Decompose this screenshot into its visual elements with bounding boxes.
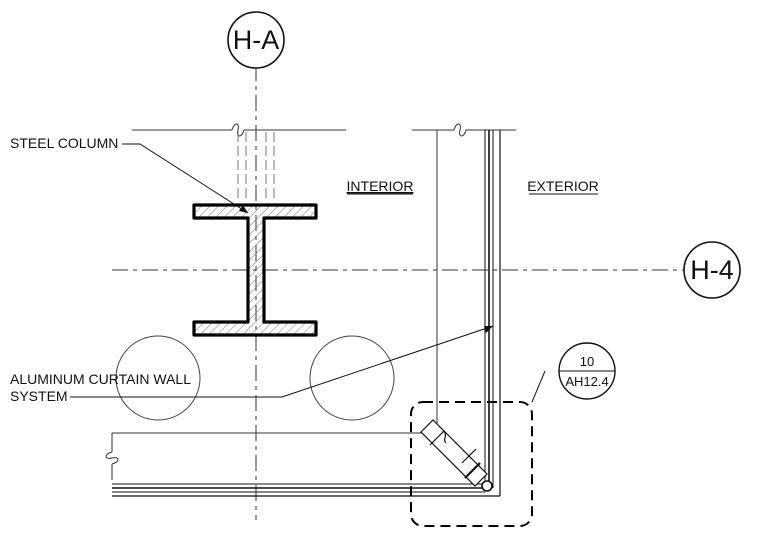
detail-callout-bubble: 10 AH12.4 xyxy=(558,342,616,400)
detail-sheet-reference: AH12.4 xyxy=(565,374,608,389)
detail-callout-leader xyxy=(531,370,546,403)
fireproofing-circle-left xyxy=(115,335,201,421)
top-break-line-right xyxy=(412,123,516,137)
interior-wall-line xyxy=(112,130,438,434)
grid-bubble-vertical xyxy=(227,11,285,69)
exterior-label: EXTERIOR xyxy=(527,178,599,194)
steel-column-label: STEEL COLUMN xyxy=(10,135,118,151)
column-extension-lines xyxy=(237,132,275,198)
detail-number: 10 xyxy=(580,354,594,369)
curtain-wall-leader xyxy=(70,325,494,398)
left-break-line xyxy=(105,433,119,480)
grid-label-h4: H-4 xyxy=(690,255,734,285)
curtain-wall-vertical xyxy=(484,130,501,496)
curtain-wall-label-line1: ALUMINUM CURTAIN WALL xyxy=(10,371,191,387)
curtain-wall-label-line2: SYSTEM xyxy=(10,388,68,404)
interior-label: INTERIOR xyxy=(347,178,414,194)
top-break-line-left xyxy=(132,123,346,137)
steel-column-leader xyxy=(122,143,249,214)
steel-column xyxy=(192,203,318,337)
detail-callout-boundary xyxy=(410,401,533,527)
grid-bubble-horizontal xyxy=(683,241,741,299)
grid-label-ha: H-A xyxy=(233,25,280,55)
grid-line-vertical: H-A xyxy=(227,11,285,520)
grid-line-horizontal: H-4 xyxy=(112,241,741,299)
steel-column-leader-arrow xyxy=(239,205,248,213)
corner-mullion xyxy=(420,419,493,492)
fireproofing-circle-right xyxy=(309,335,395,421)
curtain-wall-horizontal xyxy=(112,483,500,497)
curtain-wall-leader-arrow xyxy=(484,326,493,333)
